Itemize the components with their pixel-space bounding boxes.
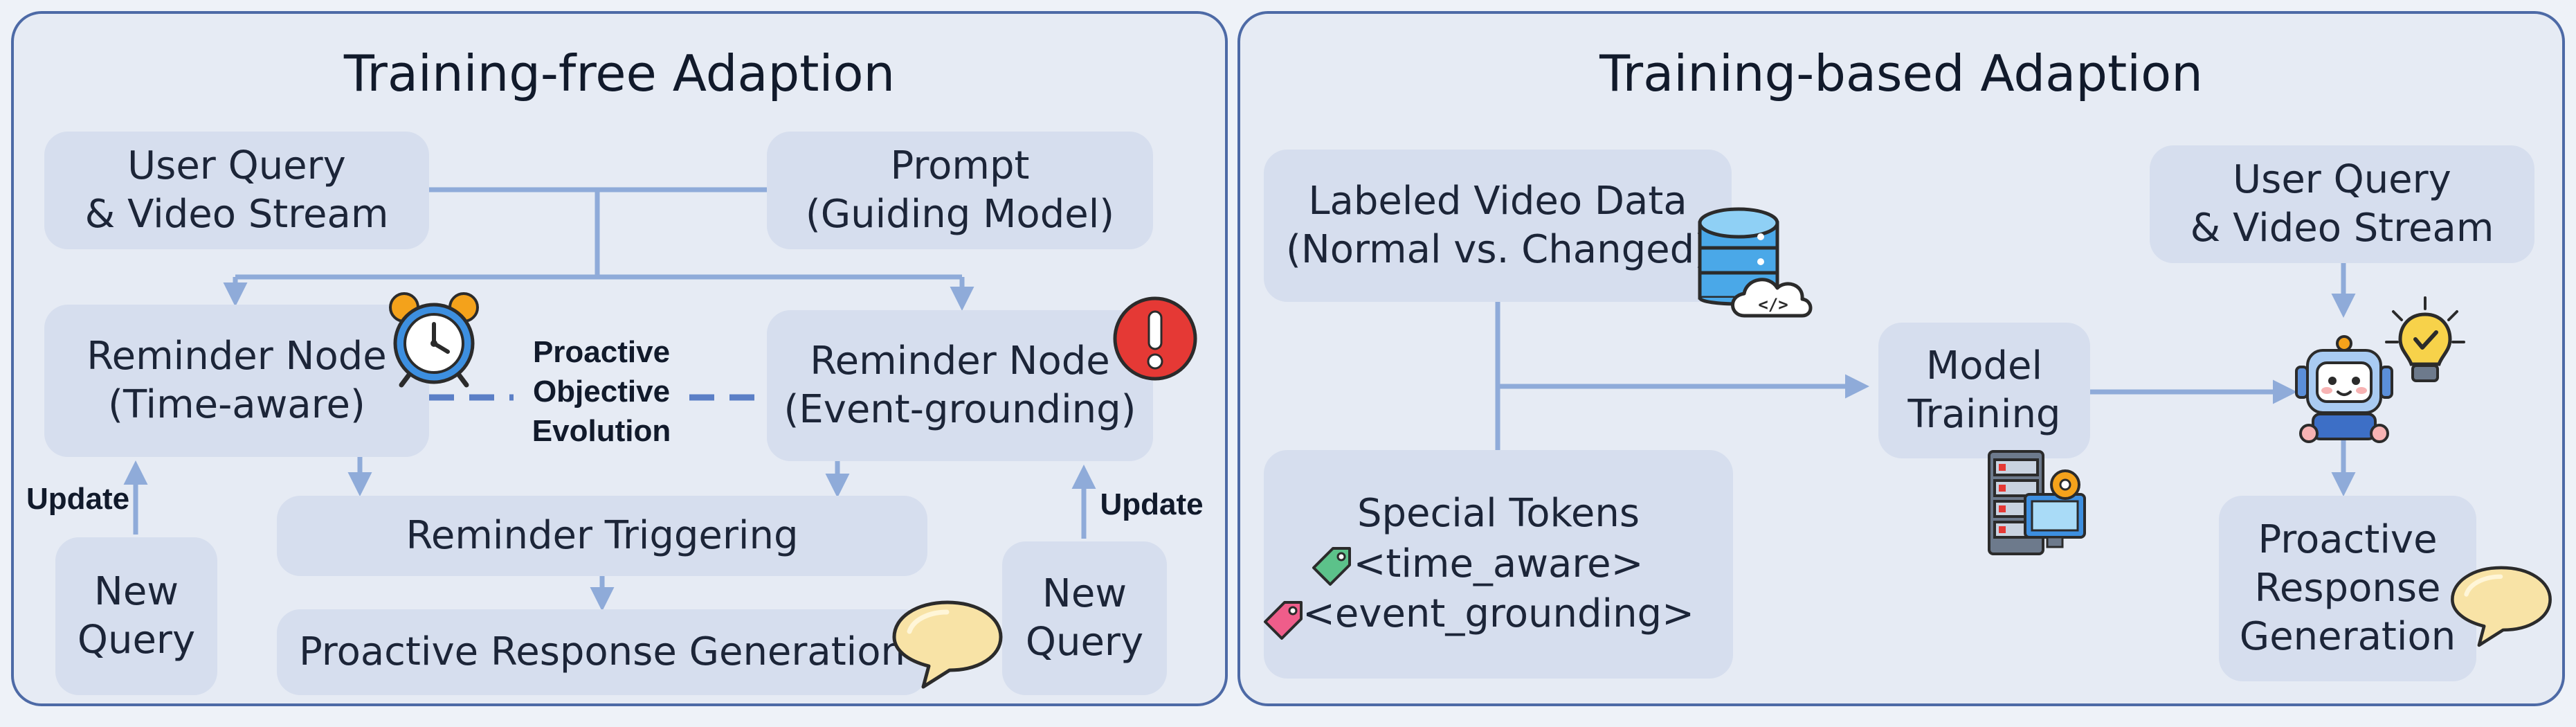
training-free-title: Training-free Adaption (343, 44, 896, 102)
new-query-box-right: New Query (1002, 541, 1167, 695)
reminder-time-line-2: (Time-aware) (108, 382, 365, 427)
time-aware-token: <time_aware> (1353, 541, 1644, 586)
labeled-video-data-box: Labeled Video Data (Normal vs. Changed) (1264, 150, 1732, 302)
proactive-response-box: Proactive Response Generation (277, 609, 927, 695)
model-training-line-1: Model (1925, 343, 2043, 388)
user-query-right-line-2: & Video Stream (2190, 206, 2494, 251)
proactive-response-text: Proactive Response Generation (298, 629, 905, 674)
user-query-box: User Query & Video Stream (44, 132, 429, 249)
model-training-box: Model Training (1878, 323, 2090, 458)
reminder-node-time-box: Reminder Node (Time-aware) (44, 305, 429, 457)
reminder-event-line-2: (Event-grounding) (783, 387, 1136, 432)
tag-icon (1312, 547, 1351, 586)
evolution-line-3: Evolution (532, 414, 671, 449)
prompt-box: Prompt (Guiding Model) (767, 132, 1153, 249)
speech-bubble-icon (892, 600, 1003, 689)
response-right-line-3: Generation (2239, 614, 2456, 659)
new-query-right-line-2: Query (1025, 620, 1144, 665)
evolution-line-2: Objective (532, 375, 671, 409)
reminder-time-line-1: Reminder Node (87, 334, 387, 379)
right-connectors (1495, 263, 2356, 496)
update-label-right: Update (1100, 487, 1204, 521)
training-based-title: Training-based Adaption (1599, 44, 2203, 102)
response-right-line-2: Response (2254, 566, 2441, 611)
lightbulb-icon (2385, 296, 2465, 382)
user-query-line-1: User Query (127, 143, 346, 188)
alert-icon (1113, 296, 1197, 381)
proactive-response-box-right: Proactive Response Generation (2219, 496, 2476, 681)
reminder-node-event-box: Reminder Node (Event-grounding) (767, 310, 1153, 461)
reminder-triggering-text: Reminder Triggering (406, 513, 799, 558)
reminder-triggering-box: Reminder Triggering (277, 496, 927, 576)
proactive-objective-evolution-label: Proactive Objective Evolution (514, 332, 689, 451)
tag-icon (1264, 601, 1303, 640)
prompt-line-1: Prompt (890, 143, 1030, 188)
left-connectors (123, 187, 1096, 611)
new-query-right-line-1: New (1042, 571, 1127, 616)
database-cloud-icon: </> (1698, 207, 1813, 318)
user-query-box-right: User Query & Video Stream (2150, 145, 2534, 263)
evolution-line-1: Proactive (532, 335, 671, 369)
speech-bubble-icon (2451, 566, 2552, 647)
reminder-event-line-1: Reminder Node (810, 339, 1110, 384)
new-query-box-left: New Query (55, 537, 217, 695)
labeled-data-line-2: (Normal vs. Changed) (1286, 227, 1709, 272)
new-query-left-line-1: New (93, 569, 179, 614)
special-tokens-heading: Special Tokens (1357, 490, 1640, 536)
code-glyph: </> (1758, 295, 1788, 314)
user-query-line-2: & Video Stream (84, 192, 389, 237)
server-gear-icon (1988, 450, 2086, 555)
robot-icon (2295, 335, 2393, 443)
training-based-panel: Training-based Adaption Labeled Video Da… (1237, 11, 2565, 706)
model-training-line-2: Training (1907, 392, 2061, 437)
labeled-data-line-1: Labeled Video Data (1308, 179, 1687, 224)
prompt-line-2: (Guiding Model) (805, 192, 1115, 237)
alarm-clock-icon (389, 292, 479, 388)
response-right-line-1: Proactive (2258, 517, 2438, 562)
update-label-left: Update (26, 482, 130, 516)
new-query-left-line-2: Query (77, 618, 196, 663)
event-grounding-token: <event_grounding> (1302, 591, 1695, 637)
training-free-panel: Training-free Adaption User Query & Vide… (11, 11, 1228, 706)
user-query-right-line-1: User Query (2233, 157, 2451, 202)
